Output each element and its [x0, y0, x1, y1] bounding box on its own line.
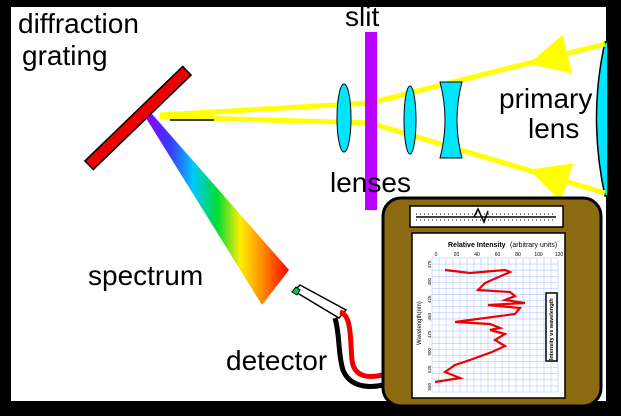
label-primary: primary — [499, 83, 592, 114]
lens-icon — [403, 85, 417, 155]
label-grating: grating — [22, 40, 108, 71]
x-tick-label: 20 — [454, 252, 460, 258]
y-tick-label: 500 — [427, 347, 432, 355]
recorder-paper — [411, 232, 566, 399]
spectrum-fan-icon — [146, 114, 289, 305]
x-tick-label: 120 — [555, 252, 564, 258]
slit-icon — [365, 32, 377, 210]
x-tick-label: 40 — [474, 252, 480, 258]
lens-icon — [336, 83, 352, 153]
x-tick-label: 0 — [435, 252, 438, 258]
label-detector: detector — [226, 345, 327, 376]
y-tick-label: 525 — [427, 365, 432, 373]
lens-icon — [439, 81, 463, 159]
wire-black — [332, 317, 393, 389]
label-lenses: lenses — [330, 167, 411, 198]
x-tick-label: 80 — [515, 252, 521, 258]
y-tick-label: 400 — [427, 277, 432, 285]
intensity-trace — [434, 268, 526, 384]
recorder-y-ticks: 375 400 425 450 475 500 525 550 — [427, 260, 432, 391]
y-tick-label: 475 — [427, 330, 432, 338]
recorder-side-label: Intensity vs wavelength — [549, 298, 555, 360]
y-tick-label: 425 — [427, 295, 432, 303]
detector-probe-icon — [291, 284, 348, 319]
wire-red — [338, 309, 393, 379]
chart-recorder-icon: Relative Intensity (arbitrary units) 0 20… — [381, 196, 603, 408]
label-spectrum: spectrum — [88, 260, 203, 291]
label-lens: lens — [528, 113, 579, 144]
recorder-title: Relative Intensity — [448, 242, 506, 249]
primary-lens-icon — [595, 41, 609, 197]
y-tick-label: 375 — [427, 260, 432, 268]
y-tick-label: 450 — [427, 312, 432, 320]
recorder-side-label-box — [545, 292, 558, 362]
diffraction-grating-icon — [83, 65, 193, 171]
y-tick-label: 550 — [427, 382, 432, 390]
label-diffraction: diffraction — [18, 8, 139, 39]
x-tick-label: 60 — [495, 252, 501, 258]
x-tick-label: 100 — [534, 252, 543, 258]
recorder-grid — [431, 257, 559, 393]
recorder-x-ticks: 0 20 40 60 80 100 120 — [435, 252, 564, 258]
label-slit: slit — [345, 1, 379, 32]
recorder-axis-label: Wavelength(nm) — [417, 301, 423, 345]
recorder-title-units: (arbitrary units) — [510, 242, 557, 249]
